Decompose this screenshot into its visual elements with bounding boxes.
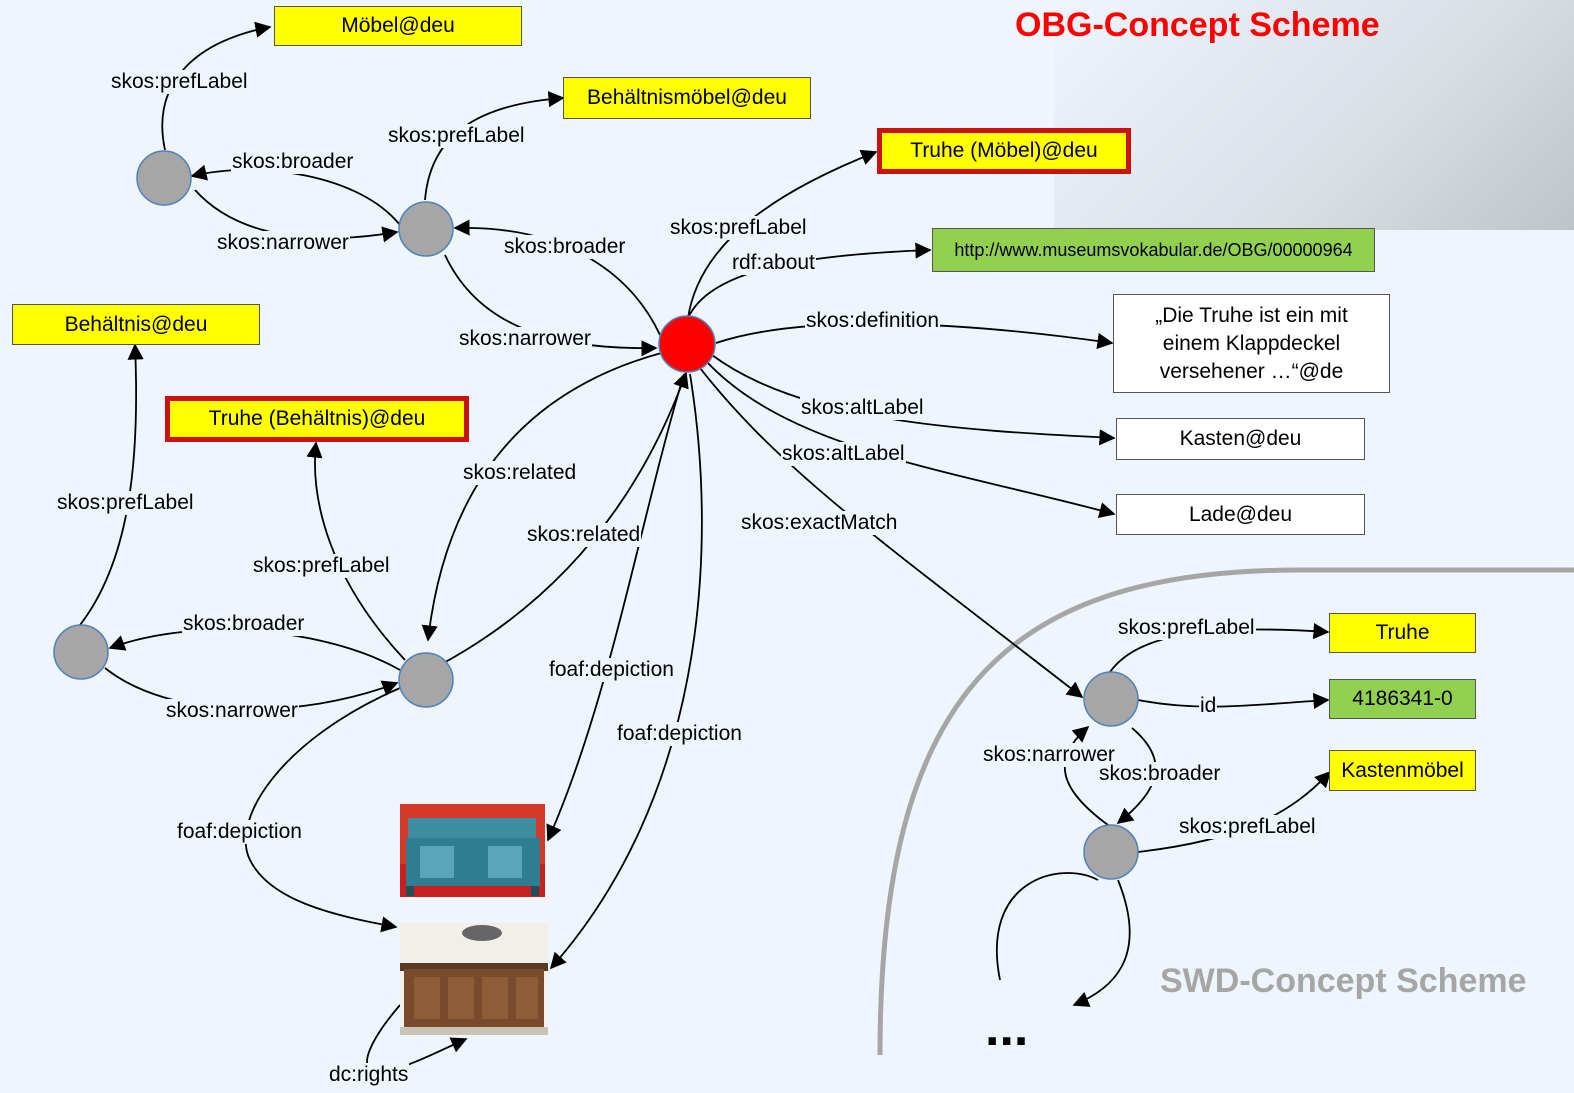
edge-label-depiction-1: foaf:depiction [548,658,675,682]
edge-label-pref-moebel: skos:prefLabel [110,70,249,94]
uri-box: http://www.museumsvokabular.de/OBG/00000… [932,228,1375,272]
edge-label-swd-pref-2: skos:prefLabel [1178,815,1317,839]
edge-label-depiction-3: foaf:depiction [176,820,303,844]
node-focus-truhe [658,315,716,373]
label-behaeltnismoebel: Behältnismöbel@deu [563,77,811,119]
edge-related-1 [421,351,666,642]
edge-label-narrower-3: skos:narrower [165,699,299,723]
edge-label-pref-truhe-moebel: skos:prefLabel [669,216,808,240]
label-behaeltnis: Behältnis@deu [12,304,260,345]
edge-label-swd-id: id [1199,694,1218,718]
edge-swd-narrower [1063,725,1109,826]
edge-label-related-2: skos:related [526,523,642,547]
node-behaeltnis [53,624,109,680]
edge-label-broader-3: skos:broader [182,612,306,636]
edge-label-exact-match: skos:exactMatch [740,511,899,535]
edge-swd-down-2 [1072,879,1131,1007]
node-truhe-behaeltnis [398,652,454,708]
painted-chest-image [400,804,545,897]
edge-label-pref-truhe-behaeltnis: skos:prefLabel [252,554,391,578]
edge-label-pref-behaeltnismoebel: skos:prefLabel [387,124,526,148]
edge-label-swd-pref: skos:prefLabel [1117,616,1256,640]
edge-label-related-1: skos:related [462,461,578,485]
edge-swd-down-1 [996,872,1099,981]
edge-label-broader-1: skos:broader [231,150,355,174]
edge-label-swd-narrower: skos:narrower [982,743,1116,767]
edge-label-depiction-2: foaf:depiction [616,722,743,746]
edge-label-narrower-1: skos:narrower [216,231,350,255]
label-kasten: Kasten@deu [1116,418,1365,460]
edge-depiction-3 [244,687,401,933]
edge-label-narrower-2: skos:narrower [458,327,592,351]
swd-id-box: 4186341-0 [1329,679,1476,719]
edge-label-swd-broader: skos:broader [1098,762,1222,786]
swd-scheme-title: SWD-Concept Scheme [1160,962,1527,1000]
edge-label-alt-1: skos:altLabel [800,396,925,420]
edge-label-broader-2: skos:broader [503,235,627,259]
edge-swd-id [1137,692,1330,710]
edge-label-dc-rights: dc:rights [328,1063,410,1087]
node-moebel [136,150,192,206]
node-swd-truhe [1083,671,1139,727]
label-moebel: Möbel@deu [274,6,522,46]
continuation-ellipsis: ... [985,999,1029,1057]
swd-scheme-boundary [877,567,1574,1056]
obg-scheme-title: OBG-Concept Scheme [1015,6,1380,44]
edge-depiction-2 [549,373,703,970]
label-truhe-moebel: Truhe (Möbel)@deu [877,128,1131,174]
swd-label-kastenmoebel: Kastenmöbel [1329,750,1476,791]
edge-pref-truhe-behaeltnis [306,441,406,661]
label-truhe-behaeltnis: Truhe (Behältnis)@deu [165,396,469,442]
edge-broader-1 [190,164,401,226]
edge-label-rdf-about: rdf:about [731,251,816,275]
node-swd-kastenmoebel [1083,824,1139,880]
node-behaeltnismoebel [398,201,454,257]
edge-label-definition: skos:definition [805,309,941,333]
edge-label-alt-2: skos:altLabel [781,442,906,466]
edge-related-2 [439,371,689,666]
edge-alt-2 [706,361,1116,519]
wooden-chest-image [400,923,548,1035]
edge-label-pref-behaeltnis: skos:prefLabel [56,491,195,515]
edge-depiction-1 [546,373,685,842]
swd-label-truhe: Truhe [1329,613,1476,653]
edge-pref-behaeltnis [79,343,144,626]
definition-box: „Die Truhe ist ein mit einem Klappdeckel… [1113,294,1390,393]
edge-pref-moebel [161,21,272,151]
label-lade: Lade@deu [1116,494,1365,535]
edge-pref-behaeltnismoebel [424,91,565,201]
background-decoration [1054,0,1574,230]
